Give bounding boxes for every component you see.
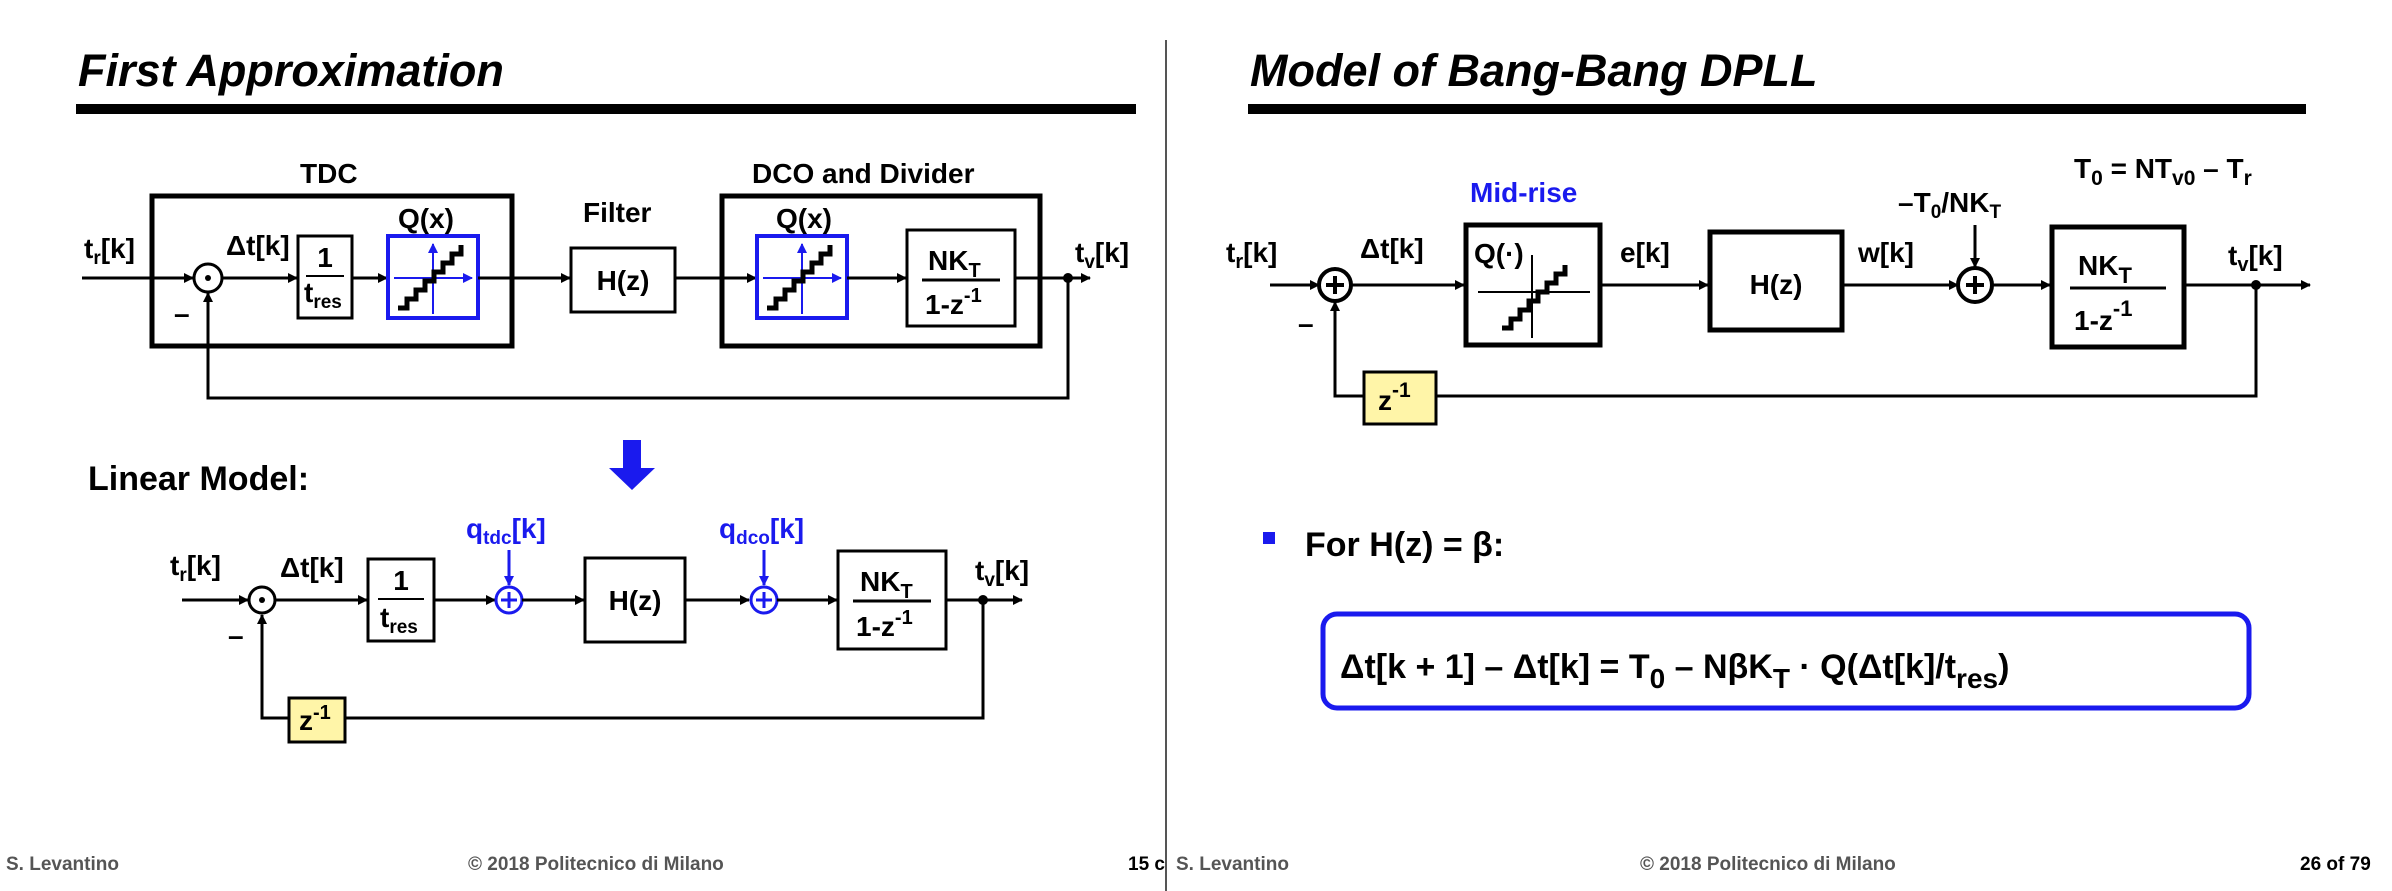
- r-output-label: tv[k]: [2228, 240, 2283, 276]
- r-delay-box: [1362, 370, 1438, 426]
- left-footer-page: 15 c: [1128, 854, 1165, 875]
- down-arrow: [609, 440, 655, 490]
- left-title: First Approximation: [78, 45, 504, 96]
- gain-numerator: 1: [317, 242, 333, 273]
- right-title-rule: [1248, 104, 2306, 114]
- error-label: Δt[k]: [226, 230, 290, 261]
- quantizer-1-label: Q(x): [398, 203, 454, 234]
- dco-box: [905, 228, 1017, 328]
- dco-denominator: 1-z-1: [925, 285, 982, 320]
- lm-gain-denominator: tres: [380, 602, 418, 638]
- output-label: tv[k]: [1075, 237, 1129, 273]
- q-tdc-label: qtdc[k]: [466, 513, 546, 549]
- offset-label: –T0/NKT: [1898, 187, 2002, 223]
- filter-text: H(z): [597, 265, 650, 296]
- filter-label: Filter: [583, 197, 652, 228]
- top-diagram: TDC Filter DCO and Divider tr[k] – Δt[k]…: [82, 158, 1129, 400]
- linear-model-heading: Linear Model:: [88, 460, 309, 498]
- tdc-box: [149, 193, 515, 349]
- quantizer-2-staircase: [763, 243, 842, 314]
- t0-equation: T0 = NTv0 – Tr: [2074, 153, 2252, 190]
- r-summing-plus: [1326, 276, 1344, 294]
- lm-filter-text: H(z): [609, 585, 662, 616]
- r-filter-box: [1707, 229, 1845, 333]
- filter-box: [569, 246, 677, 314]
- quantizer-1-staircase: [394, 243, 473, 314]
- left-footer-copyright: © 2018 Politecnico di Milano: [468, 854, 724, 875]
- r-filter-text: H(z): [1750, 269, 1803, 300]
- dco-divider-box: [719, 193, 1043, 349]
- left-title-rule: [76, 104, 1136, 114]
- right-footer-page: 26 of 79: [2300, 854, 2371, 875]
- lm-error-label: Δt[k]: [280, 552, 344, 583]
- r-error-label: Δt[k]: [1360, 233, 1424, 264]
- left-slide: First Approximation TDC Filter DCO and D…: [6, 45, 1165, 875]
- linear-model: Linear Model: tr[k] – Δt[k] 1 tres qtdc[…: [88, 460, 1029, 744]
- lm-output-label: tv[k]: [975, 555, 1029, 591]
- r-dco-numerator: NKT: [2078, 250, 2132, 288]
- r-quantizer-label: Q(·): [1474, 238, 1524, 269]
- r-adder-plus: [1966, 276, 1984, 294]
- r-feedback-path-right: [1436, 285, 2258, 398]
- lm-summing-dot: [259, 597, 265, 603]
- minus-sign: –: [174, 298, 190, 329]
- right-footer-copyright: © 2018 Politecnico di Milano: [1640, 854, 1896, 875]
- quantizer-2-label: Q(x): [776, 203, 832, 234]
- lm-minus-sign: –: [228, 620, 244, 651]
- lm-delay-text: z-1: [299, 702, 331, 736]
- q-dco-plus: [756, 592, 772, 608]
- lm-dco-numerator: NKT: [860, 566, 913, 603]
- q-tdc-plus: [501, 592, 517, 608]
- bullet-text: For H(z) = β:: [1305, 526, 1504, 564]
- formula-box: [1320, 611, 2252, 711]
- gain-denominator: tres: [304, 277, 342, 313]
- r-dco-denominator: 1-z-1: [2074, 296, 2132, 336]
- lm-feedback-path-right: [345, 600, 985, 720]
- r-quantizer-staircase: [1478, 255, 1590, 338]
- lm-feedback-path-left: [257, 614, 289, 720]
- r-input-label: tr[k]: [1226, 237, 1277, 273]
- summing-dot: [205, 275, 211, 281]
- lm-dco-denominator: 1-z-1: [856, 607, 913, 642]
- tdc-label: TDC: [300, 158, 358, 189]
- right-slide: Model of Bang-Bang DPLL T0 = NTv0 – Tr M…: [1176, 45, 2371, 875]
- right-title: Model of Bang-Bang DPLL: [1250, 45, 1817, 96]
- r-feedback-path-left: [1330, 301, 1364, 398]
- lm-filter-box: [583, 556, 687, 644]
- left-footer-author: S. Levantino: [6, 854, 119, 875]
- dco-label: DCO and Divider: [752, 158, 975, 189]
- r-delay-text: z-1: [1378, 379, 1411, 416]
- input-label: tr[k]: [84, 233, 135, 269]
- feedback-path: [203, 278, 1070, 400]
- bullet-marker: [1263, 532, 1275, 544]
- right-footer-author: S. Levantino: [1176, 854, 1289, 875]
- dco-numerator: NKT: [928, 245, 981, 282]
- formula: Δt[k + 1] – Δt[k] = T0 – NβKT · Q(Δt[k]/…: [1340, 648, 2009, 694]
- r-minus-sign: –: [1298, 308, 1314, 339]
- mid-rise-label: Mid-rise: [1470, 177, 1577, 208]
- lm-delay-box: [287, 696, 347, 744]
- e-signal-label: e[k]: [1620, 237, 1670, 268]
- lm-gain-numerator: 1: [393, 565, 409, 596]
- w-signal-label: w[k]: [1857, 237, 1914, 268]
- lm-input-label: tr[k]: [170, 550, 221, 586]
- q-dco-label: qdco[k]: [719, 513, 804, 549]
